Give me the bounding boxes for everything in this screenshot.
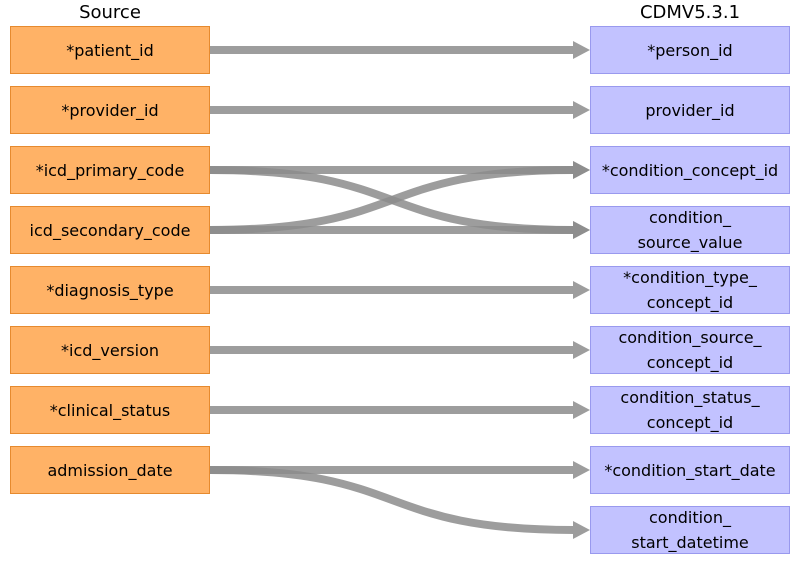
source-field-provider-id: *provider_id <box>10 86 210 134</box>
target-field-label: *condition_concept_id <box>601 160 779 180</box>
source-field-icd-version: *icd_version <box>10 326 210 374</box>
target-field-person-id: *person_id <box>590 26 790 74</box>
target-field-label: *person_id <box>647 40 733 60</box>
target-field-label: *condition_type_ concept_id <box>623 268 757 312</box>
mapping-arrow-head <box>573 401 590 419</box>
target-field-label: provider_id <box>645 100 735 120</box>
mapping-arrow-head <box>573 221 590 239</box>
source-field-clinical-status: *clinical_status <box>10 386 210 434</box>
source-field-label: *icd_version <box>61 340 159 360</box>
mapping-arrow-head <box>573 41 590 59</box>
target-field-label: condition_ source_value <box>637 208 743 252</box>
mapping-arrow <box>210 401 590 419</box>
target-field-label: *condition_start_date <box>604 460 776 480</box>
source-field-admission-date: admission_date <box>10 446 210 494</box>
source-field-icd-primary-code: *icd_primary_code <box>10 146 210 194</box>
target-field-provider-id: provider_id <box>590 86 790 134</box>
mapping-arrow <box>210 101 590 119</box>
mapping-arrow-head <box>573 101 590 119</box>
mapping-arrow-head <box>573 341 590 359</box>
mapping-arrow-head <box>573 461 590 479</box>
mapping-arrow-head <box>573 521 590 539</box>
source-field-patient-id: *patient_id <box>10 26 210 74</box>
mapping-arrow-head <box>573 161 590 179</box>
source-field-icd-secondary-code: icd_secondary_code <box>10 206 210 254</box>
target-field-condition-type-concept-id: *condition_type_ concept_id <box>590 266 790 314</box>
mapping-arrow <box>209 221 590 239</box>
source-field-diagnosis-type: *diagnosis_type <box>10 266 210 314</box>
source-column-header: Source <box>79 2 141 23</box>
target-field-label: condition_status_ concept_id <box>620 388 760 432</box>
mapping-arrow-head <box>573 281 590 299</box>
target-field-label: condition_ start_datetime <box>631 508 749 552</box>
target-field-label: condition_source_ concept_id <box>618 328 762 372</box>
target-field-condition-concept-id: *condition_concept_id <box>590 146 790 194</box>
mapping-arrow-shaft <box>209 166 575 234</box>
source-field-label: icd_secondary_code <box>29 220 191 240</box>
source-field-label: *patient_id <box>66 40 154 60</box>
source-field-label: *provider_id <box>61 100 159 120</box>
source-field-label: *icd_primary_code <box>35 160 185 180</box>
mapping-arrow <box>210 41 590 59</box>
mapping-arrow <box>210 281 590 299</box>
source-field-label: *clinical_status <box>49 400 171 420</box>
target-column-header: CDMV5.3.1 <box>639 2 741 23</box>
mapping-arrow-shaft <box>209 466 575 534</box>
mapping-arrow <box>209 466 590 539</box>
target-field-condition-start-date: *condition_start_date <box>590 446 790 494</box>
target-field-condition-status-concept-id: condition_status_ concept_id <box>590 386 790 434</box>
target-field-condition-start-datetime: condition_ start_datetime <box>590 506 790 554</box>
mapping-arrow <box>210 341 590 359</box>
target-field-condition-source-concept-id: condition_source_ concept_id <box>590 326 790 374</box>
source-field-label: *diagnosis_type <box>46 280 174 300</box>
target-field-condition-source-value: condition_ source_value <box>590 206 790 254</box>
source-field-label: admission_date <box>47 460 173 480</box>
